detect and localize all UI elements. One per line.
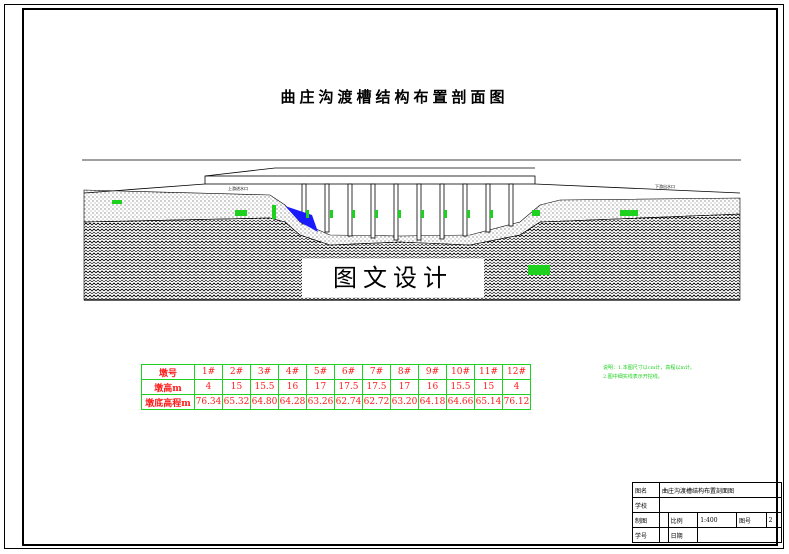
- table-cell: 64.80: [250, 394, 279, 410]
- table-cell: 16: [278, 379, 307, 395]
- table-cell: 3#: [250, 364, 279, 380]
- table-cell: 63.26: [306, 394, 335, 410]
- pier-table: 墩号 1# 2# 3# 4# 5# 6# 7# 8# 9# 10# 11# 12…: [141, 364, 531, 410]
- tb-label: 学校: [632, 497, 660, 513]
- table-cell: 6#: [334, 364, 363, 380]
- table-cell: 4: [194, 379, 223, 395]
- aqueduct-deck: [204, 175, 536, 185]
- table-cell: 76.34: [194, 394, 223, 410]
- notes: 说明：1.本图尺寸以cm计，高程以m计。 2.图中细实线表示开挖线。: [603, 364, 695, 382]
- tb-name-value: 曲庄沟渡槽结构布置剖面图: [658, 482, 783, 498]
- table-cell: 5#: [306, 364, 335, 380]
- table-cell: 64.28: [278, 394, 307, 410]
- table-cell: 64.66: [446, 394, 475, 410]
- title-block-table: 图名 曲庄沟渡槽结构布置剖面图 学校 制图 比例 1:400 图号 2 学号 日…: [632, 482, 783, 543]
- tb-label: 图名: [632, 482, 660, 498]
- table-row: 墩高m 4 15 15.5 16 17 17.5 17.5 17 16 15.5…: [141, 379, 531, 395]
- table-cell: 4: [502, 379, 531, 395]
- tb-label: 制图: [632, 512, 660, 528]
- table-cell: 63.20: [390, 394, 419, 410]
- tb-label: 学号: [632, 527, 660, 543]
- row-header: 墩底高程m: [141, 394, 195, 410]
- drawing-title: 曲庄沟渡槽结构布置剖面图: [280, 88, 509, 106]
- table-cell: 15: [222, 379, 251, 395]
- tb-school-value: [658, 497, 783, 513]
- outer-border: [4, 4, 784, 549]
- table-cell: 10#: [446, 364, 475, 380]
- table-cell: 11#: [474, 364, 503, 380]
- table-cell: 4#: [278, 364, 307, 380]
- table-cell: 17: [390, 379, 419, 395]
- table-cell: 15.5: [250, 379, 279, 395]
- table-cell: 62.74: [334, 394, 363, 410]
- table-cell: 64.18: [418, 394, 447, 410]
- left-label: 上游进水口: [228, 185, 248, 191]
- green-markers: [112, 200, 638, 275]
- table-cell: 12#: [502, 364, 531, 380]
- tb-label: 图号: [735, 512, 767, 528]
- table-cell: 16: [418, 379, 447, 395]
- title-block: 图名 曲庄沟渡槽结构布置剖面图 学校 制图 比例 1:400 图号 2 学号 日…: [632, 482, 783, 547]
- watermark: 图文设计: [302, 259, 484, 297]
- tb-empty: [697, 527, 782, 543]
- table-cell: 65.14: [474, 394, 503, 410]
- tb-scale-value: 1:400: [697, 512, 737, 528]
- table-cell: 76.12: [502, 394, 531, 410]
- row-header: 墩高m: [141, 379, 195, 395]
- table-cell: 9#: [418, 364, 447, 380]
- table-cell: 17.5: [334, 379, 363, 395]
- piers: [301, 183, 514, 241]
- right-label: 下游出水口: [655, 183, 675, 189]
- table-cell: 1#: [194, 364, 223, 380]
- tb-empty: [658, 512, 669, 528]
- table-cell: 15: [474, 379, 503, 395]
- table-cell: 17: [306, 379, 335, 395]
- water-fill: [285, 206, 318, 232]
- table-cell: 65.32: [222, 394, 251, 410]
- table-cell: 15.5: [446, 379, 475, 395]
- table-cell: 17.5: [362, 379, 391, 395]
- row-header: 墩号: [141, 364, 195, 380]
- note-line: 说明：1.本图尺寸以cm计，高程以m计。: [603, 365, 696, 371]
- table-row: 墩号 1# 2# 3# 4# 5# 6# 7# 8# 9# 10# 11# 12…: [141, 364, 531, 380]
- tb-empty: [658, 527, 669, 543]
- tb-label: 日期: [667, 527, 699, 543]
- table-cell: 62.72: [362, 394, 391, 410]
- inner-border: [22, 8, 778, 546]
- tb-label: 比例: [667, 512, 699, 528]
- table-cell: 8#: [390, 364, 419, 380]
- table-cell: 2#: [222, 364, 251, 380]
- note-line: 2.图中细实线表示开挖线。: [603, 374, 663, 380]
- table-cell: 7#: [362, 364, 391, 380]
- table-row: 墩底高程m 76.34 65.32 64.80 64.28 63.26 62.7…: [141, 394, 531, 410]
- tb-sheet-value: 2: [765, 512, 783, 528]
